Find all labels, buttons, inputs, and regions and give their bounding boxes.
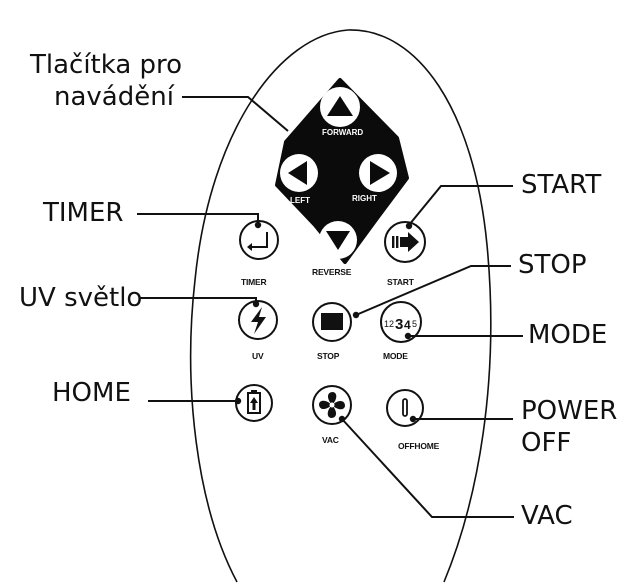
left-label: LEFT [290,196,310,205]
svg-text:12: 12 [384,319,394,329]
mode-callout: MODE [528,320,608,350]
start-button[interactable] [384,221,426,263]
offhome-label: OFFHOME [398,441,440,451]
triangle-right-icon [370,161,390,185]
power-off-callout: POWER OFF [521,396,617,459]
start-label: START [387,277,415,287]
vac-label: VAC [322,435,339,445]
vac-button[interactable] [312,385,352,425]
fan-icon [319,392,345,418]
lightning-icon [251,307,266,334]
uv-label: UV [252,351,264,361]
reverse-button[interactable] [319,221,357,259]
uv-leader [140,297,257,303]
start-callout: START [521,170,602,200]
stop-leader [355,265,511,316]
svg-text:4: 4 [404,318,411,332]
right-label: RIGHT [352,194,377,203]
battery-home-icon [247,390,261,414]
power-off-button[interactable] [386,389,424,427]
stop-button[interactable] [312,302,352,342]
uv-callout: UV světlo [19,283,143,313]
left-button[interactable] [280,154,318,192]
power-off-callout-line2: OFF [521,427,572,458]
navigation-callout-line2: navádění [54,81,174,112]
navigation-callout-line1: Tlačítka pro [30,50,183,80]
timer-icon [247,232,268,251]
uv-button[interactable] [238,300,278,340]
triangle-up-icon [327,96,353,116]
svg-text:5: 5 [412,319,417,329]
forward-button[interactable] [320,87,360,127]
timer-callout: TIMER [43,198,124,228]
stop-callout: STOP [518,250,587,280]
right-button[interactable] [359,154,397,192]
mode-button[interactable]: 12 3 4 5 [380,301,422,343]
triangle-left-icon [288,161,307,185]
triangle-down-icon [326,231,350,250]
play-icon [392,232,419,252]
mode-label: MODE [383,351,408,361]
forward-label: FORWARD [322,128,363,137]
home-callout: HOME [52,378,131,408]
home-button[interactable] [235,384,273,422]
navigation-leader [182,96,289,132]
stop-label: STOP [317,351,340,361]
navigation-pad [275,78,409,264]
vac-callout: VAC [521,501,573,531]
timer-label: TIMER [241,277,267,287]
power-icon [402,398,408,417]
mode-digits-icon: 12 3 4 5 [384,316,417,333]
vac-leader [341,418,514,518]
leader-lines [137,96,523,518]
reverse-label: REVERSE [312,267,352,277]
svg-text:3: 3 [395,316,403,333]
remote-outline [189,29,492,583]
navigation-callout: Tlačítka pro navádění [30,50,182,113]
stop-square-icon [321,313,343,330]
start-leader [408,185,513,226]
timer-leader [137,213,259,224]
power-off-callout-line1: POWER [521,396,618,426]
